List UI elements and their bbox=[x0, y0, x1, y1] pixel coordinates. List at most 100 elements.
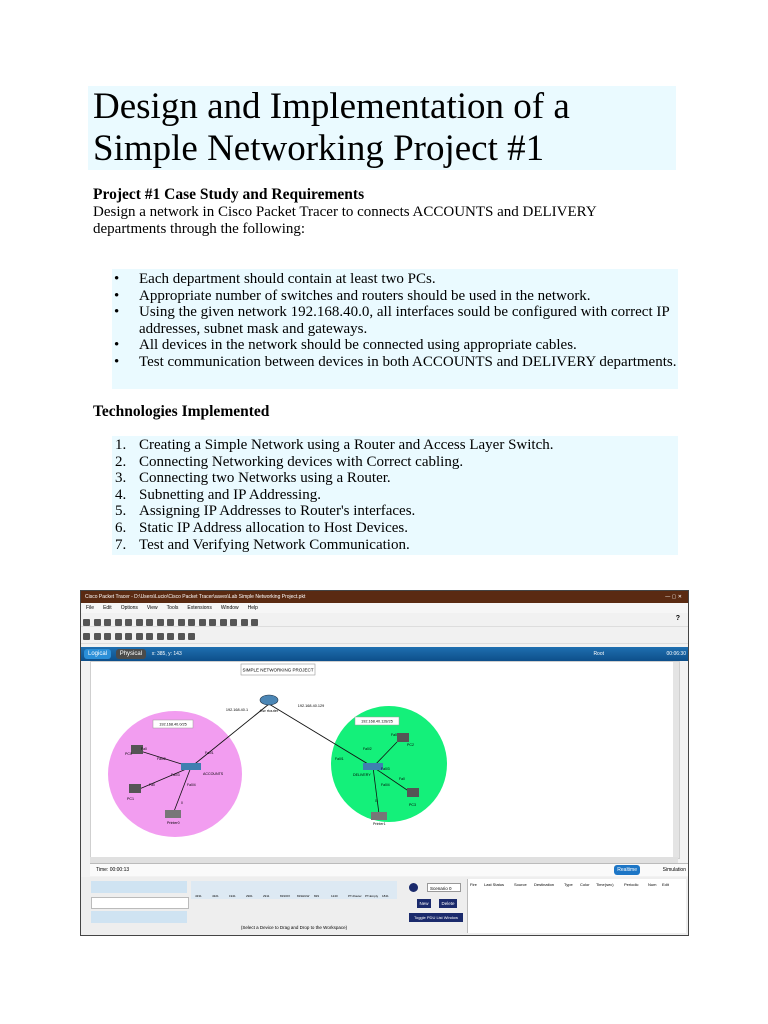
note-icon[interactable] bbox=[125, 633, 132, 640]
toggle-pdu-button[interactable]: Toggle PDU List Window bbox=[409, 913, 463, 922]
device-hint: (Select a Device to Drag and Drop to the… bbox=[240, 925, 348, 930]
right-switch-label: DELIVERY bbox=[353, 773, 371, 777]
left-gateway-ip: 192.168.40.1 bbox=[226, 708, 248, 712]
report-icon[interactable] bbox=[251, 619, 258, 626]
device-categories[interactable] bbox=[91, 881, 187, 893]
coords-readout: x: 385, y: 143 bbox=[151, 651, 182, 657]
drawing-palette-icon[interactable] bbox=[219, 619, 227, 626]
root-label: Root bbox=[593, 651, 604, 657]
menu-file[interactable]: File bbox=[86, 605, 95, 611]
menu-tools[interactable]: Tools bbox=[166, 605, 179, 611]
scenario-select[interactable]: Scenario 0 bbox=[427, 883, 461, 892]
svg-text:Fa0/4: Fa0/4 bbox=[187, 783, 196, 787]
zoom-reset-icon[interactable] bbox=[198, 619, 206, 626]
list-item: •Test communication between devices in b… bbox=[114, 353, 677, 370]
simulation-button[interactable]: Simulation bbox=[662, 867, 686, 873]
switch-icon bbox=[363, 763, 383, 770]
router-icon bbox=[259, 694, 279, 706]
svg-text:Fa0/4: Fa0/4 bbox=[381, 783, 390, 787]
list-item: •Using the given network 192.168.40.0, a… bbox=[114, 304, 670, 337]
list-item: •All devices in the network should be co… bbox=[114, 337, 577, 354]
camera-icon[interactable] bbox=[240, 619, 248, 626]
network-diagram: SIMPLE NETWORKING PROJECT Gw rtouter 192… bbox=[108, 663, 447, 837]
window-controls[interactable]: — ▢ ✕ bbox=[665, 594, 682, 600]
delete-scenario-button[interactable]: Delete bbox=[439, 899, 457, 908]
horizontal-scrollbar[interactable] bbox=[90, 857, 678, 863]
workspace-bar: Logical Physical x: 385, y: 143 Root 00:… bbox=[81, 647, 688, 661]
menu-window[interactable]: Window bbox=[220, 605, 239, 611]
fire-icon[interactable] bbox=[409, 883, 418, 892]
menu-help[interactable]: Help bbox=[247, 605, 258, 611]
paste-icon[interactable] bbox=[156, 619, 164, 626]
svg-text:Fa0: Fa0 bbox=[141, 747, 147, 751]
tab-logical[interactable]: Logical bbox=[84, 649, 112, 659]
new-scenario-button[interactable]: New bbox=[417, 899, 431, 908]
line-icon[interactable] bbox=[135, 633, 143, 640]
complex-pdu-icon[interactable] bbox=[188, 633, 195, 640]
redo-icon[interactable] bbox=[177, 619, 185, 626]
right-network-label: 192.168.40.128/25 bbox=[361, 720, 393, 724]
list-item: 5.Assigning IP Addresses to Router's int… bbox=[115, 503, 416, 520]
resize-icon[interactable] bbox=[114, 633, 122, 640]
tools-toolbar bbox=[81, 627, 688, 644]
pc-icon bbox=[407, 788, 419, 797]
list-item: 1.Creating a Simple Network using a Rout… bbox=[115, 437, 554, 453]
realtime-button[interactable]: Realtime bbox=[614, 865, 640, 875]
svg-text:Fa0: Fa0 bbox=[399, 777, 405, 781]
diagram-title-box bbox=[240, 663, 316, 676]
device-search[interactable] bbox=[91, 897, 189, 909]
network-info-icon[interactable] bbox=[135, 619, 143, 626]
page-title: Design and Implementation of a Simple Ne… bbox=[88, 86, 676, 170]
rectangle-icon[interactable] bbox=[146, 633, 153, 640]
right-pc2-label: PC2 bbox=[407, 743, 414, 747]
logical-workspace[interactable]: SIMPLE NETWORKING PROJECT Gw rtouter 192… bbox=[90, 661, 680, 859]
freeform-icon[interactable] bbox=[167, 633, 174, 640]
list-item: •Each department should contain at least… bbox=[114, 271, 436, 287]
inspect-icon[interactable] bbox=[93, 633, 101, 640]
undo-icon[interactable] bbox=[167, 619, 174, 626]
svg-text:Fa0/2: Fa0/2 bbox=[363, 747, 372, 751]
menu-view[interactable]: View bbox=[146, 605, 158, 611]
custom-devices-icon[interactable] bbox=[230, 619, 237, 626]
new-icon[interactable] bbox=[83, 619, 90, 626]
menu-options[interactable]: Options bbox=[120, 605, 138, 611]
left-pc0-label: PC0 bbox=[125, 752, 132, 756]
pdu-table: Fire Last Status Source Destination Type… bbox=[467, 879, 686, 933]
save-icon[interactable] bbox=[104, 619, 111, 626]
window-title: Cisco Packet Tracer - D:\Users\Lucio\Cis… bbox=[85, 594, 306, 600]
list-item: 6.Static IP Address allocation to Host D… bbox=[115, 519, 408, 536]
simple-pdu-icon[interactable] bbox=[177, 633, 185, 640]
case-study-heading: Project #1 Case Study and Requirements bbox=[93, 186, 365, 203]
left-printer-label: Printer0 bbox=[167, 821, 180, 825]
select-icon[interactable] bbox=[83, 633, 90, 640]
print-icon[interactable] bbox=[114, 619, 122, 626]
copy-icon[interactable] bbox=[146, 619, 153, 626]
svg-text:0: 0 bbox=[181, 801, 183, 805]
ellipse-icon[interactable] bbox=[156, 633, 164, 640]
list-item: 7.Test and Verifying Network Communicati… bbox=[115, 536, 410, 553]
vertical-scrollbar[interactable] bbox=[673, 662, 679, 858]
right-printer-label: Printer1 bbox=[373, 822, 386, 826]
device-subcategories[interactable] bbox=[91, 911, 187, 923]
svg-text:Fa0: Fa0 bbox=[149, 783, 155, 787]
svg-text:Fa0/3: Fa0/3 bbox=[171, 773, 180, 777]
delete-icon[interactable] bbox=[104, 633, 111, 640]
simulation-bar: Time: 00:00:13 Realtime Simulation bbox=[90, 863, 688, 876]
printer-icon bbox=[165, 810, 181, 818]
svg-text:Fa0/2: Fa0/2 bbox=[157, 757, 166, 761]
requirements-list: •Each department should contain at least… bbox=[112, 269, 678, 389]
zoom-in-icon[interactable] bbox=[188, 619, 195, 626]
tab-physical[interactable]: Physical bbox=[115, 649, 147, 659]
menu-extensions[interactable]: Extensions bbox=[187, 605, 212, 611]
right-gateway-ip: 192.168.40.129 bbox=[298, 704, 324, 708]
menu-edit[interactable]: Edit bbox=[103, 605, 112, 611]
device-model-list[interactable]: 4331 4321 1941 2901 2911 819IOX 819HGW 8… bbox=[191, 881, 397, 899]
pc-icon bbox=[129, 784, 141, 793]
switch-icon bbox=[181, 763, 201, 770]
open-icon[interactable] bbox=[93, 619, 101, 626]
wizard-icon[interactable] bbox=[125, 619, 132, 626]
main-toolbar: ? bbox=[81, 613, 688, 627]
clock-readout: 00:06:30 bbox=[666, 651, 686, 657]
help-icon[interactable]: ? bbox=[675, 615, 680, 622]
zoom-out-icon[interactable] bbox=[209, 619, 216, 626]
